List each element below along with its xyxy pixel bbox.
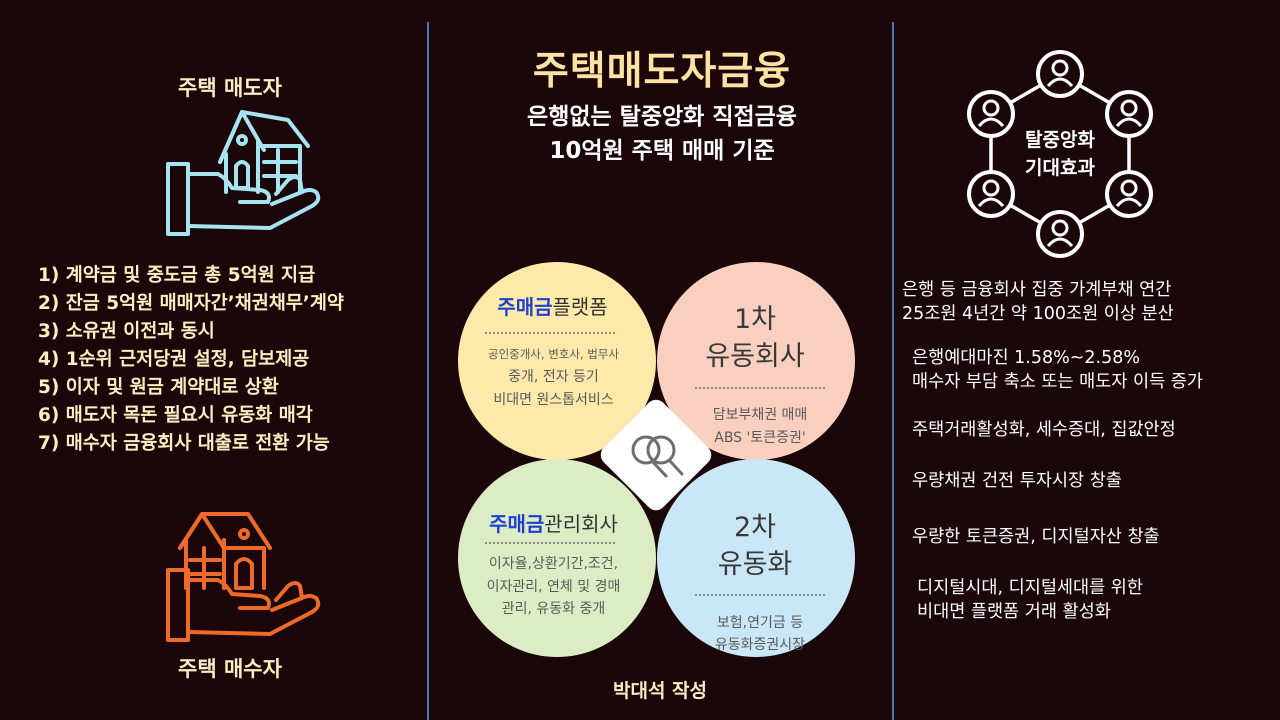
effect-line: 디지털시대, 디지털세대를 위한 (917, 578, 1143, 598)
effect-line: 우량한 토큰증권, 디지털자산 창출 (912, 527, 1160, 547)
step-item: 6) 매도자 목돈 필요시 유동화 매각 (38, 405, 313, 426)
management-suffix: 관리회사 (544, 512, 618, 536)
platform-title: 주매금플랫폼 (470, 291, 635, 320)
subtitle: 은행없는 탈중앙화 직접금융 10억원 주택 매매 기준 (432, 100, 892, 168)
effect-line: 은행 등 금융회사 집중 가계부채 연간 (902, 280, 1172, 300)
management-circle (458, 459, 656, 657)
effect-line: 25조원 4년간 약 100조원 이상 분산 (902, 304, 1174, 324)
brand-prefix: 주매금 (489, 512, 545, 536)
platform-suffix: 플랫폼 (552, 295, 608, 319)
second-title-line2: 유동화 (717, 549, 793, 580)
effect-item: 은행 등 금융회사 집중 가계부채 연간 25조원 4년간 약 100조원 이상… (902, 278, 1174, 326)
network-label-line2: 기대효과 (1025, 157, 1095, 179)
buyer-house-in-hand-icon (166, 512, 321, 642)
first-title-line1: 1차 (733, 304, 777, 335)
effect-item: 우량한 토큰증권, 디지털자산 창출 (912, 525, 1160, 549)
step-item: 3) 소유권 이전과 동시 (38, 321, 215, 342)
second-divider (695, 594, 825, 596)
management-line2: 이자관리, 연체 및 경매 (486, 579, 621, 595)
right-divider (892, 22, 894, 720)
management-title: 주매금관리회사 (466, 508, 641, 537)
platform-line1: 공인중개사, 변호사, 법무사 (487, 347, 619, 361)
second-liquidity-circle (657, 459, 855, 657)
left-divider (427, 22, 429, 720)
buyer-label: 주택 매수자 (178, 657, 282, 681)
effect-line: 주택거래활성화, 세수증대, 집값안정 (912, 420, 1176, 440)
step-item: 4) 1순위 근저당권 설정, 담보제공 (38, 349, 310, 370)
magnifier-icon (631, 435, 684, 478)
step-item: 5) 이자 및 원금 계약대로 상환 (38, 377, 279, 398)
effect-line: 우량채권 건전 투자시장 창출 (912, 471, 1122, 491)
people-network-icon (967, 50, 1153, 258)
first-title-line2: 유동회사 (705, 341, 805, 372)
platform-divider (485, 332, 615, 334)
network-label: 탈중앙화 기대효과 (1000, 126, 1120, 182)
transaction-steps-list: 1) 계약금 및 중도금 총 5억원 지급 2) 잔금 5억원 매매자간’채권채… (38, 262, 344, 458)
page-title: 주택매도자금융 (532, 49, 792, 94)
second-title-line1: 2차 (733, 512, 777, 543)
effect-item: 주택거래활성화, 세수증대, 집값안정 (912, 418, 1176, 442)
effect-item: 우량채권 건전 투자시장 창출 (912, 469, 1122, 493)
step-item: 2) 잔금 5억원 매매자간’채권채무’계약 (38, 293, 344, 314)
step-item: 7) 매수자 금융회사 대출로 전환 가능 (38, 433, 330, 454)
first-line1: 담보부채권 매매 (712, 407, 808, 423)
subtitle-line1: 은행없는 탈중앙화 직접금융 (527, 104, 797, 130)
author-label: 박대석 작성 (612, 680, 707, 702)
effect-line: 은행예대마진 1.58%~2.58% (912, 348, 1141, 368)
effect-item: 디지털시대, 디지털세대를 위한 비대면 플랫폼 거래 활성화 (917, 576, 1143, 624)
platform-line2: 중개, 전자 등기 (508, 369, 599, 385)
effect-line: 비대면 플랫폼 거래 활성화 (917, 602, 1111, 622)
seller-label: 주택 매도자 (178, 76, 282, 100)
platform-line3: 비대면 원스톱서비스 (493, 392, 614, 408)
subtitle-line2: 10억원 주택 매매 기준 (549, 138, 775, 164)
brand-prefix: 주매금 (497, 295, 553, 319)
management-divider (485, 542, 615, 544)
step-item: 1) 계약금 및 중도금 총 5억원 지급 (38, 265, 316, 286)
first-line2: ABS '토큰증권' (714, 430, 806, 446)
second-line1: 보험,연기금 등 (716, 615, 804, 631)
management-line1: 이자율,상환기간,조건, (488, 556, 619, 572)
seller-house-in-hand-icon (166, 110, 321, 236)
effect-item: 은행예대마진 1.58%~2.58% 매수자 부담 축소 또는 매도자 이득 증… (912, 346, 1203, 394)
network-label-line1: 탈중앙화 (1025, 129, 1095, 151)
second-line2: 유동화증권시장 (714, 637, 806, 653)
first-divider (695, 387, 825, 389)
first-liquidity-circle (657, 262, 855, 460)
management-line3: 관리, 유동화 중개 (501, 601, 606, 617)
effect-line: 매수자 부담 축소 또는 매도자 이득 증가 (912, 372, 1203, 392)
